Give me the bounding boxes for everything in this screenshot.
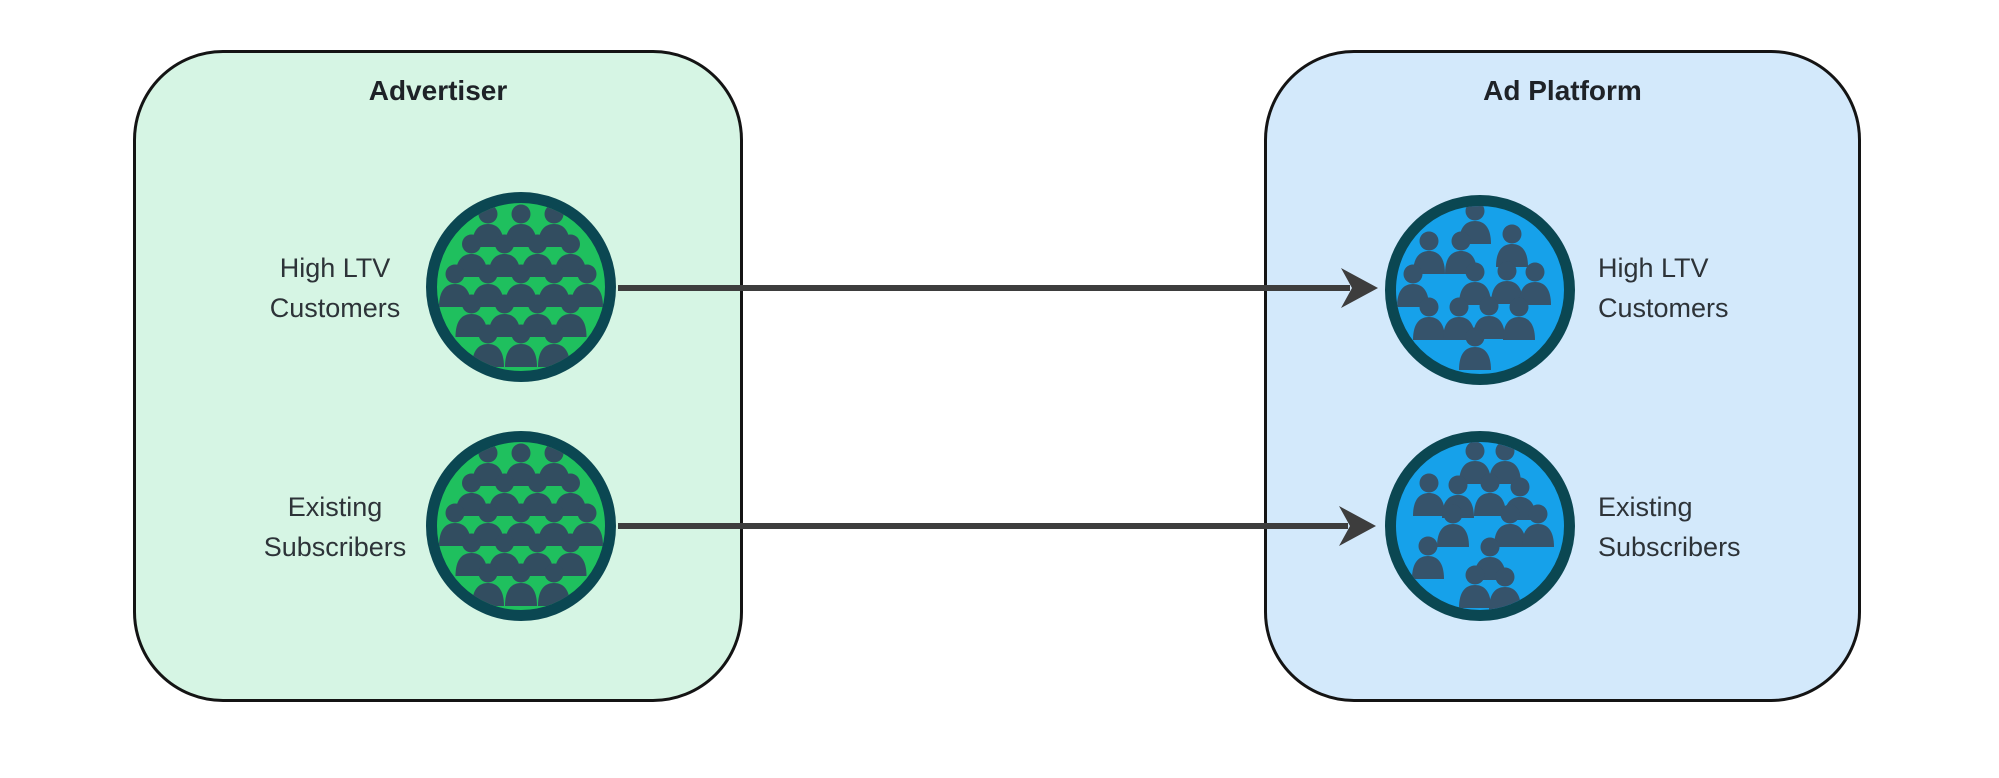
- label-line: Existing: [1598, 492, 1693, 522]
- crowd-icon: [426, 431, 616, 621]
- ad-platform-existing-circle: [1385, 431, 1575, 621]
- label-line: Customers: [269, 293, 401, 323]
- label-line: High LTV: [279, 253, 391, 283]
- ad-platform-title: Ad Platform: [1483, 75, 1642, 106]
- crowd-icon: [1385, 431, 1575, 621]
- crowd-icon: [426, 192, 616, 382]
- label-line: Existing: [287, 492, 383, 522]
- ad-platform-existing-label: Existing Subscribers: [1598, 487, 1858, 567]
- advertiser-high-ltv-label: High LTV Customers: [225, 248, 445, 328]
- label-line: High LTV: [1598, 253, 1709, 283]
- label-line: Customers: [1598, 293, 1729, 323]
- advertiser-existing-circle: [426, 431, 616, 621]
- advertiser-title: Advertiser: [368, 75, 508, 106]
- ad-platform-high-ltv-label: High LTV Customers: [1598, 248, 1858, 328]
- crowd-icon: [1385, 195, 1575, 385]
- ad-platform-high-ltv-circle: [1385, 195, 1575, 385]
- ad-platform-box: Ad Platform: [1264, 50, 1861, 702]
- advertiser-high-ltv-circle: [426, 192, 616, 382]
- advertiser-box: Advertiser: [133, 50, 743, 702]
- advertiser-existing-label: Existing Subscribers: [225, 487, 445, 567]
- label-line: Subscribers: [263, 532, 407, 562]
- label-line: Subscribers: [1598, 532, 1741, 562]
